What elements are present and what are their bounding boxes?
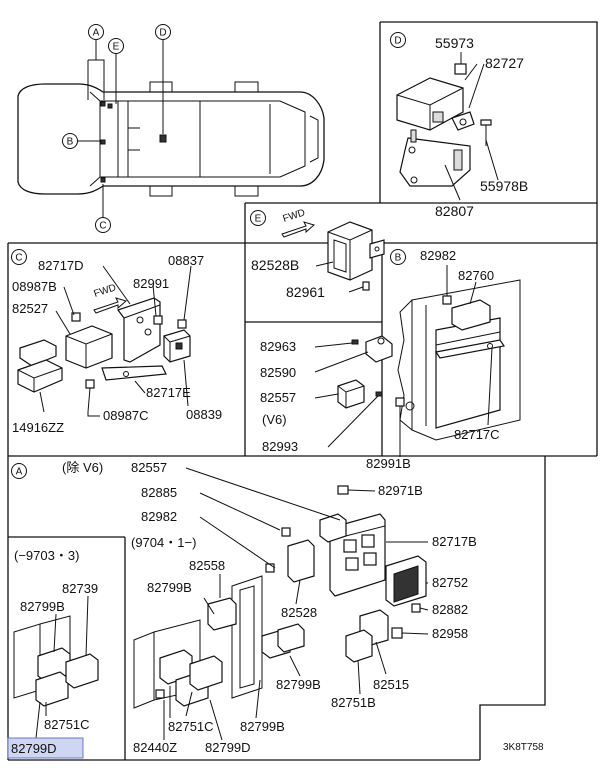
part-82752: 82752	[432, 575, 468, 590]
part-82751c-old: 82751C	[44, 717, 90, 732]
part-82557-a: 82557	[131, 460, 167, 475]
part-82717d: 82717D	[38, 258, 84, 273]
figure-code: 3K8T758	[503, 742, 544, 753]
relay-box-drawing	[265, 485, 427, 663]
part-82963: 82963	[260, 339, 296, 354]
part-82717c: 82717C	[454, 427, 500, 442]
section-e-letter: E	[255, 214, 262, 225]
section-c: C FWD	[11, 249, 222, 435]
part-82991b: 82991B	[366, 456, 411, 471]
part-55973: 55973	[435, 35, 474, 51]
relay-cluster-old-drawing	[13, 615, 99, 707]
vehicle-label-b: B	[67, 137, 74, 148]
part-82882: 82882	[432, 602, 468, 617]
part-82885: 82885	[141, 485, 177, 500]
range-old: (−9703・3)	[14, 548, 79, 563]
vehicle-labels: A E D B C	[62, 24, 171, 233]
vehicle-label-e: E	[113, 42, 120, 53]
section-a-letter: A	[16, 467, 23, 478]
part-82528b: 82528B	[251, 257, 299, 273]
part-82717b: 82717B	[432, 534, 477, 549]
part-82799d-old: 82799D	[11, 741, 57, 756]
airbag-control-unit-drawing	[396, 63, 492, 187]
part-82739: 82739	[62, 581, 98, 596]
frame-lines	[7, 21, 598, 761]
relay-cluster-new-drawing	[133, 619, 223, 709]
part-82799b-1: 82799B	[147, 580, 192, 595]
part-08839: 08839	[186, 407, 222, 422]
part-82982-b: 82982	[420, 248, 456, 263]
section-b-parts-drawing	[337, 279, 521, 441]
part-08987b: 08987B	[12, 279, 57, 294]
part-82557-b: 82557	[260, 390, 296, 405]
highlighted-part-box	[7, 737, 84, 759]
part-82558: 82558	[189, 558, 225, 573]
section-a: A (除 V6)	[7, 460, 477, 759]
part-82982-a: 82982	[141, 509, 177, 524]
vehicle-label-c: C	[99, 221, 106, 232]
v6-note: (V6)	[262, 412, 287, 427]
part-08987c: 08987C	[103, 408, 149, 423]
part-82971b: 82971B	[378, 483, 423, 498]
section-b-letter: B	[395, 253, 402, 264]
part-55978b: 55978B	[480, 178, 528, 194]
part-82991: 82991	[133, 276, 169, 291]
part-82799d-new: 82799D	[205, 740, 251, 755]
part-82799b-old: 82799B	[20, 599, 65, 614]
part-82751b: 82751B	[331, 695, 376, 710]
part-82727: 82727	[485, 55, 524, 71]
part-82717e: 82717E	[146, 385, 191, 400]
part-82807: 82807	[435, 203, 474, 219]
section-c-fwd: FWD	[93, 282, 118, 300]
part-82799b-3: 82799B	[240, 719, 285, 734]
part-14916zz: 14916ZZ	[12, 420, 64, 435]
section-d: D 55973 82727 55978B 82807	[390, 32, 528, 219]
part-82993: 82993	[262, 439, 298, 454]
relay-82528b-drawing	[327, 221, 385, 291]
part-82751c-new: 82751C	[168, 719, 214, 734]
junction-rack-drawing	[207, 575, 305, 699]
part-82760: 82760	[458, 268, 494, 283]
range-new: (9704・1−)	[131, 535, 196, 550]
section-e-fwd: FWD	[282, 207, 307, 225]
part-82961: 82961	[286, 284, 325, 300]
section-c-letter: C	[15, 253, 22, 264]
vehicle-callouts	[78, 40, 164, 218]
vehicle-label-d: D	[159, 28, 166, 39]
section-c-parts-drawing	[17, 297, 191, 413]
section-b: B 82982 82760	[260, 248, 521, 471]
part-82590: 82590	[260, 365, 296, 380]
part-08837: 08837	[168, 253, 204, 268]
section-d-letter: D	[394, 36, 401, 47]
part-82528: 82528	[281, 605, 317, 620]
part-82958: 82958	[432, 626, 468, 641]
non-v6-note: (除 V6)	[62, 460, 103, 475]
vehicle-outline	[17, 81, 325, 197]
vehicle-label-a: A	[93, 28, 100, 39]
part-82799b-2: 82799B	[276, 677, 321, 692]
section-e: E FWD 82528B 82961	[250, 207, 385, 300]
part-82527: 82527	[12, 301, 48, 316]
part-82515: 82515	[373, 677, 409, 692]
part-82440z: 82440Z	[133, 740, 177, 755]
